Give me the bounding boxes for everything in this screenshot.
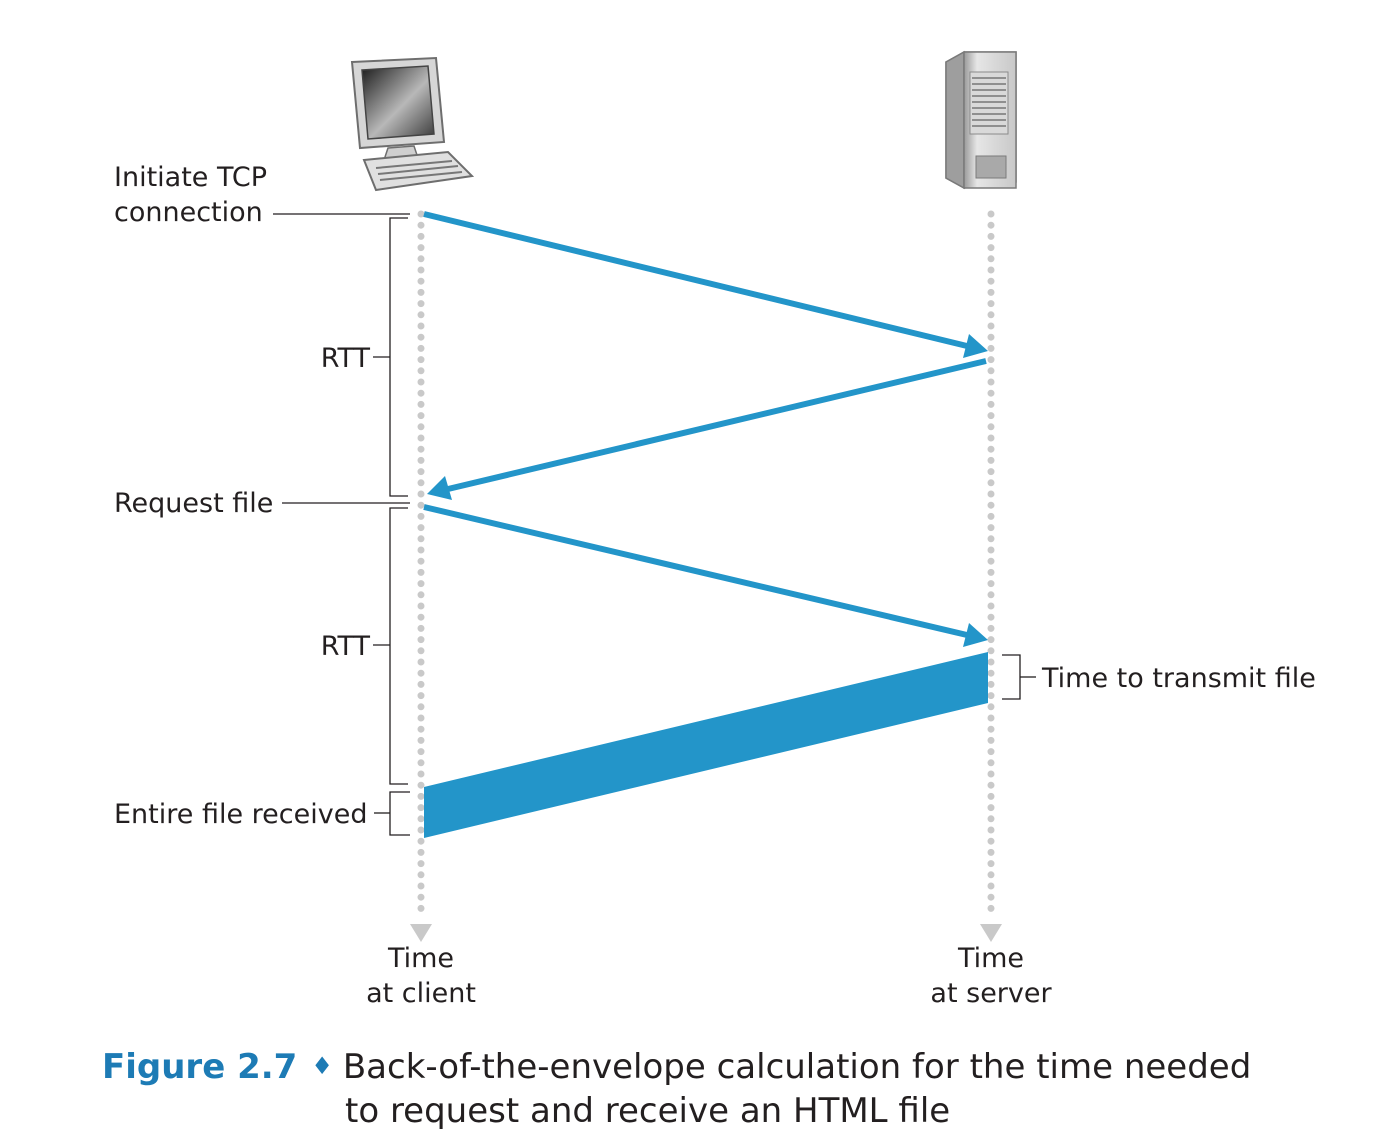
caption-line2: to request and receive an HTML file [345, 1091, 951, 1131]
figure-label: Figure 2.7 [102, 1047, 298, 1087]
client-time-label-line1: Time [387, 943, 454, 974]
entire-file-received-label: Entire file received [114, 799, 367, 830]
caption-line1: Back-of-the-envelope calculation for the… [342, 1047, 1252, 1087]
client-time-label-line2: at client [366, 978, 476, 1009]
rtt-2-label: RTT [321, 631, 371, 662]
client-timeline [410, 210, 432, 942]
rtt-bracket-2 [389, 507, 408, 785]
transmit-bracket [1002, 654, 1021, 700]
server-time-label-line1: Time [957, 943, 1024, 974]
request-file-label: Request file [114, 488, 273, 519]
request-arrow [423, 504, 988, 647]
syn-arrow [423, 211, 988, 358]
rtt-bracket-1 [389, 217, 408, 497]
time-to-transmit-label: Time to transmit file [1041, 663, 1316, 694]
initiate-label-line2: connection [114, 197, 263, 228]
figure-caption: Figure 2.7 ♦ Back-of-the-envelope calculat… [102, 1044, 1302, 1133]
server-timeline [980, 210, 1002, 942]
rtt-1-label: RTT [321, 343, 371, 374]
server-tower-icon [945, 50, 1017, 190]
desktop-computer-icon [350, 56, 475, 192]
diamond-separator-icon: ♦ [311, 1052, 333, 1080]
syn-ack-arrow [427, 358, 987, 500]
initiate-label-line1: Initiate TCP [114, 162, 267, 193]
file-transfer-band [424, 652, 988, 838]
server-time-label-line2: at server [930, 978, 1052, 1009]
receive-bracket [389, 791, 410, 836]
